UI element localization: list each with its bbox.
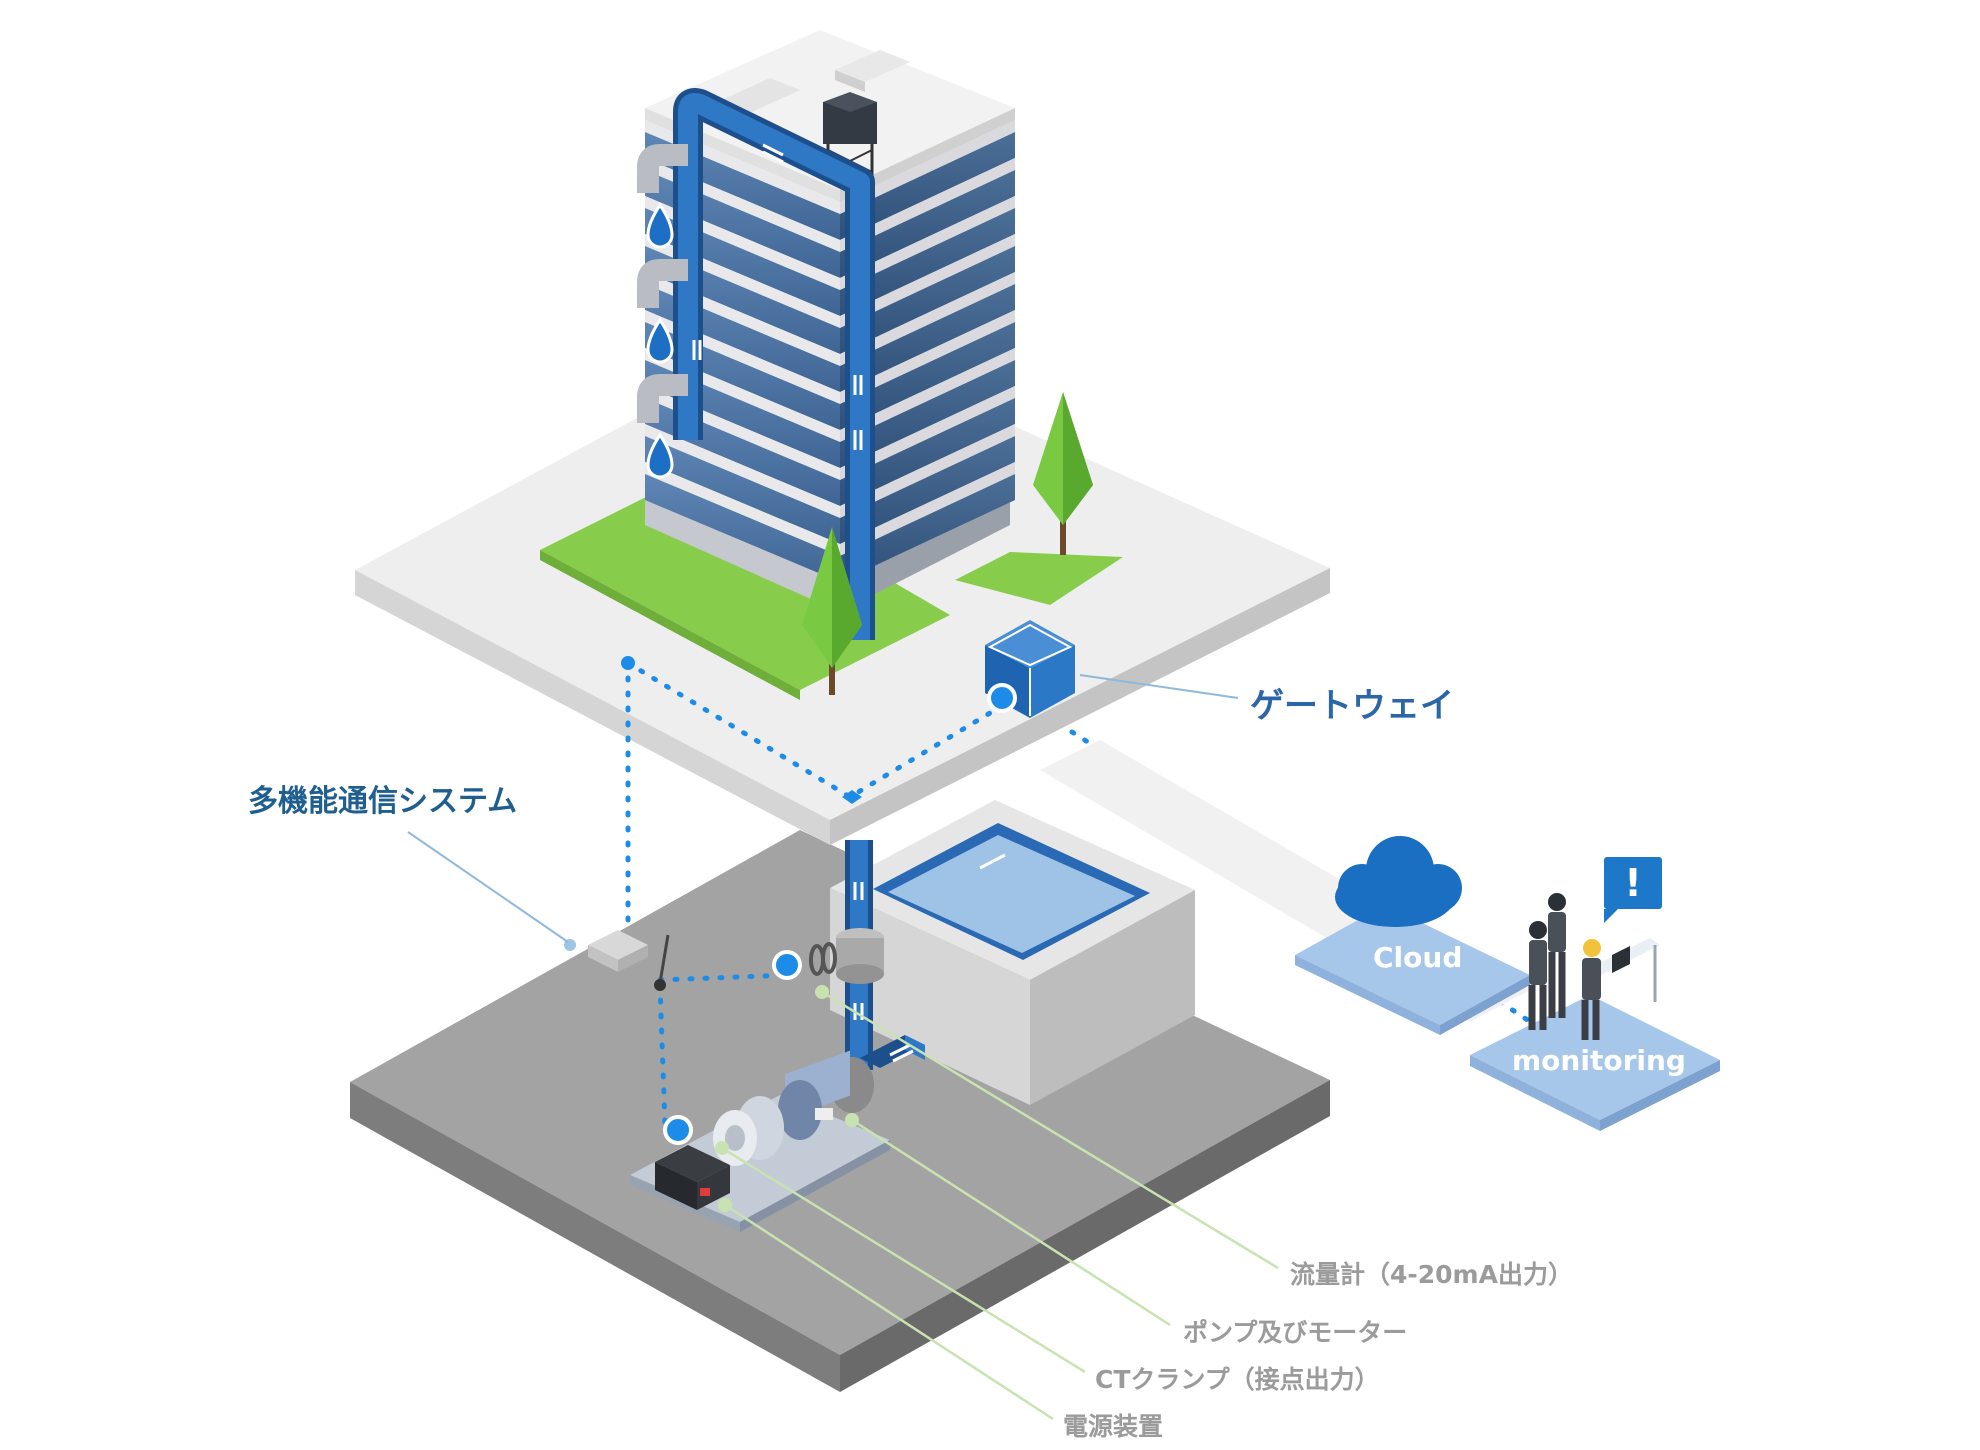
ct-clamp-label: CTクランプ（接点出力）	[1095, 1365, 1380, 1394]
system-label: 多機能通信システム	[248, 784, 518, 819]
tree	[802, 527, 862, 695]
gateway-label: ゲートウェイ	[1250, 686, 1454, 726]
building	[637, 30, 1015, 640]
power-unit	[655, 1115, 730, 1210]
flow-meter	[772, 928, 884, 984]
power-unit-label: 電源装置	[1063, 1412, 1164, 1441]
callout-lines	[721, 990, 1279, 1421]
system-callout-line	[407, 831, 569, 943]
operators-icon	[1528, 893, 1660, 1040]
gateway-callout-line	[1079, 674, 1239, 699]
tree	[1033, 392, 1093, 555]
cloud-icon	[1335, 836, 1462, 927]
junction-marker	[842, 790, 862, 804]
dot-marker	[621, 656, 635, 670]
communication-module	[588, 930, 670, 991]
cloud-label: Cloud	[1373, 941, 1463, 974]
flow-meter-label: 流量計（4-20mA出力）	[1290, 1260, 1573, 1289]
gateway-cube	[985, 620, 1075, 718]
callout-dots	[715, 985, 859, 1212]
pump-motor-label: ポンプ及びモーター	[1183, 1318, 1408, 1347]
alert-icon: !	[1604, 857, 1662, 923]
cloud-plate	[1295, 905, 1530, 1035]
monitoring-label: monitoring	[1512, 1044, 1686, 1077]
